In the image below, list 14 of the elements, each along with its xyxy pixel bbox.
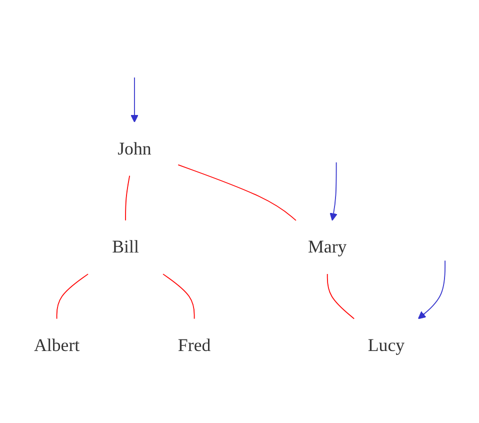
- arrow: [330, 162, 338, 221]
- connector: [162, 274, 195, 320]
- connector: [178, 164, 296, 221]
- arrow: [418, 260, 446, 320]
- connector: [56, 274, 88, 320]
- connector: [125, 175, 130, 221]
- node-text: Lucy: [368, 336, 405, 356]
- node-text: Albert: [34, 336, 80, 356]
- connector: [326, 274, 355, 320]
- arrow: [130, 77, 138, 122]
- node-text: Mary: [308, 237, 347, 258]
- node-text: John: [118, 139, 152, 159]
- node-text: Fred: [178, 336, 211, 356]
- node-text: Bill: [112, 237, 139, 258]
